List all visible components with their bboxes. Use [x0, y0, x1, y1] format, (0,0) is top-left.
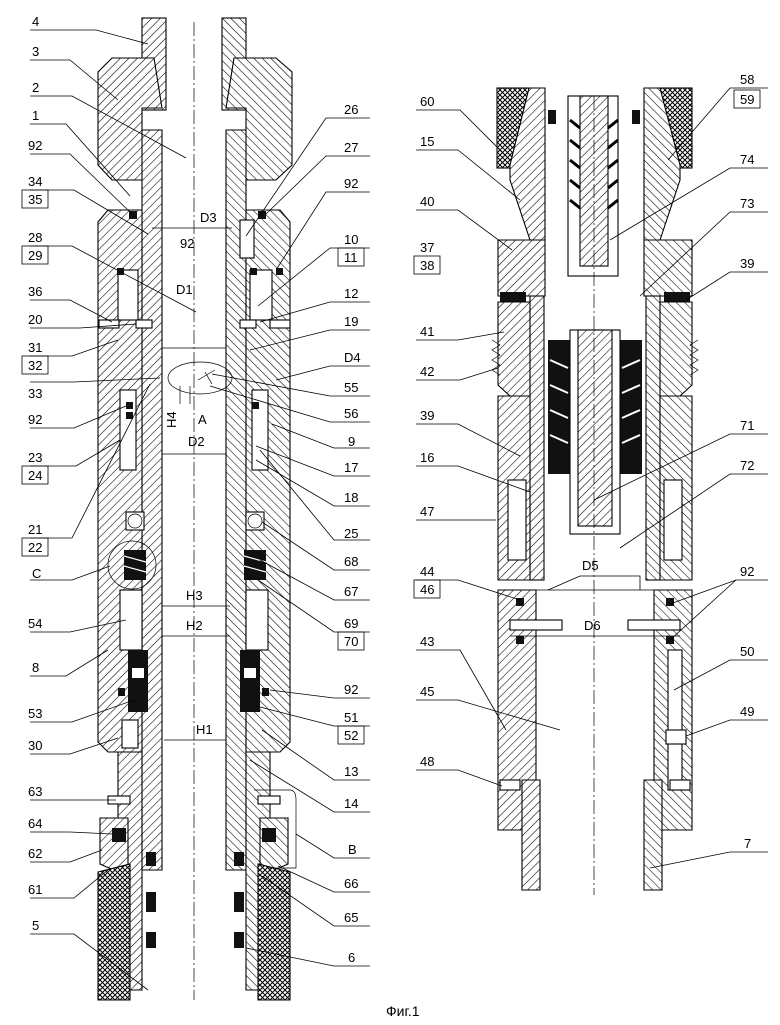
callout-58: 58	[740, 72, 754, 87]
callout-18: 18	[344, 490, 358, 505]
callout-15: 15	[420, 134, 434, 149]
callout-55: 55	[344, 380, 358, 395]
callout-33: 33	[28, 386, 42, 401]
callout-62: 62	[28, 846, 42, 861]
callout-10: 10	[344, 232, 358, 247]
callout-37: 37	[420, 240, 434, 255]
callout-22: 22	[28, 540, 42, 555]
callout-74: 74	[740, 152, 754, 167]
callout-7: 7	[744, 836, 751, 851]
callout-35: 35	[28, 192, 42, 207]
callout-69: 69	[344, 616, 358, 631]
callout-68: 68	[344, 554, 358, 569]
callout-17: 17	[344, 460, 358, 475]
callout-56: 56	[344, 406, 358, 421]
dim-A: A	[198, 412, 207, 427]
callout-92-a: 92	[28, 138, 42, 153]
callout-39-b: 39	[740, 256, 754, 271]
callout-21: 21	[28, 522, 42, 537]
callout-43: 43	[420, 634, 434, 649]
callout-1: 1	[32, 108, 39, 123]
dim-D2: D2	[188, 434, 205, 449]
callout-29: 29	[28, 248, 42, 263]
dim-H4: H4	[164, 411, 179, 428]
callout-24: 24	[28, 468, 42, 483]
callout-66: 66	[344, 876, 358, 891]
callout-9: 9	[348, 434, 355, 449]
callout-13: 13	[344, 764, 358, 779]
callout-73: 73	[740, 196, 754, 211]
callout-70: 70	[344, 634, 358, 649]
callout-39-a: 39	[420, 408, 434, 423]
callout-26: 26	[344, 102, 358, 117]
callout-46: 46	[420, 582, 434, 597]
callout-59: 59	[740, 92, 754, 107]
callout-12: 12	[344, 286, 358, 301]
callout-B: B	[348, 842, 357, 857]
dim-92: 92	[180, 236, 194, 251]
callout-25: 25	[344, 526, 358, 541]
callout-27: 27	[344, 140, 358, 155]
dim-D3: D3	[200, 210, 217, 225]
callout-2: 2	[32, 80, 39, 95]
callout-92-r: 92	[740, 564, 754, 579]
callout-61: 61	[28, 882, 42, 897]
callout-44: 44	[420, 564, 434, 579]
callout-60: 60	[420, 94, 434, 109]
dim-H3: H3	[186, 588, 203, 603]
callout-50: 50	[740, 644, 754, 659]
callout-47: 47	[420, 504, 434, 519]
callout-23: 23	[28, 450, 42, 465]
callout-6: 6	[348, 950, 355, 965]
callout-92-b: 92	[28, 412, 42, 427]
dim-D6: D6	[584, 618, 601, 633]
callout-49: 49	[740, 704, 754, 719]
dim-D5: D5	[582, 558, 599, 573]
callout-31: 31	[28, 340, 42, 355]
callout-92-c: 92	[344, 176, 358, 191]
callout-42: 42	[420, 364, 434, 379]
callout-14: 14	[344, 796, 358, 811]
callout-30: 30	[28, 738, 42, 753]
callout-54: 54	[28, 616, 42, 631]
callout-40: 40	[420, 194, 434, 209]
figure-caption: Фиг.1	[386, 1003, 420, 1019]
callout-38: 38	[420, 258, 434, 273]
callout-34: 34	[28, 174, 42, 189]
callout-5: 5	[32, 918, 39, 933]
callout-36: 36	[28, 284, 42, 299]
callout-D4: D4	[344, 350, 361, 365]
callout-52: 52	[344, 728, 358, 743]
callout-41: 41	[420, 324, 434, 339]
callout-28: 28	[28, 230, 42, 245]
callout-32: 32	[28, 358, 42, 373]
dim-H1: H1	[196, 722, 213, 737]
callout-64: 64	[28, 816, 42, 831]
callout-C: C	[32, 566, 41, 581]
callout-11: 11	[344, 250, 358, 265]
left-assembly-section	[98, 18, 296, 1000]
callout-72: 72	[740, 458, 754, 473]
callout-3: 3	[32, 44, 39, 59]
callout-92-d: 92	[344, 682, 358, 697]
dim-H2: H2	[186, 618, 203, 633]
callout-67: 67	[344, 584, 358, 599]
dim-D1: D1	[176, 282, 193, 297]
callout-20: 20	[28, 312, 42, 327]
callout-19: 19	[344, 314, 358, 329]
callout-45: 45	[420, 684, 434, 699]
callout-16: 16	[420, 450, 434, 465]
callout-8: 8	[32, 660, 39, 675]
callout-65: 65	[344, 910, 358, 925]
callout-4: 4	[32, 14, 39, 29]
callout-71: 71	[740, 418, 754, 433]
right-assembly-section	[492, 88, 698, 895]
callout-53: 53	[28, 706, 42, 721]
callout-48: 48	[420, 754, 434, 769]
callout-63: 63	[28, 784, 42, 799]
callout-51: 51	[344, 710, 358, 725]
